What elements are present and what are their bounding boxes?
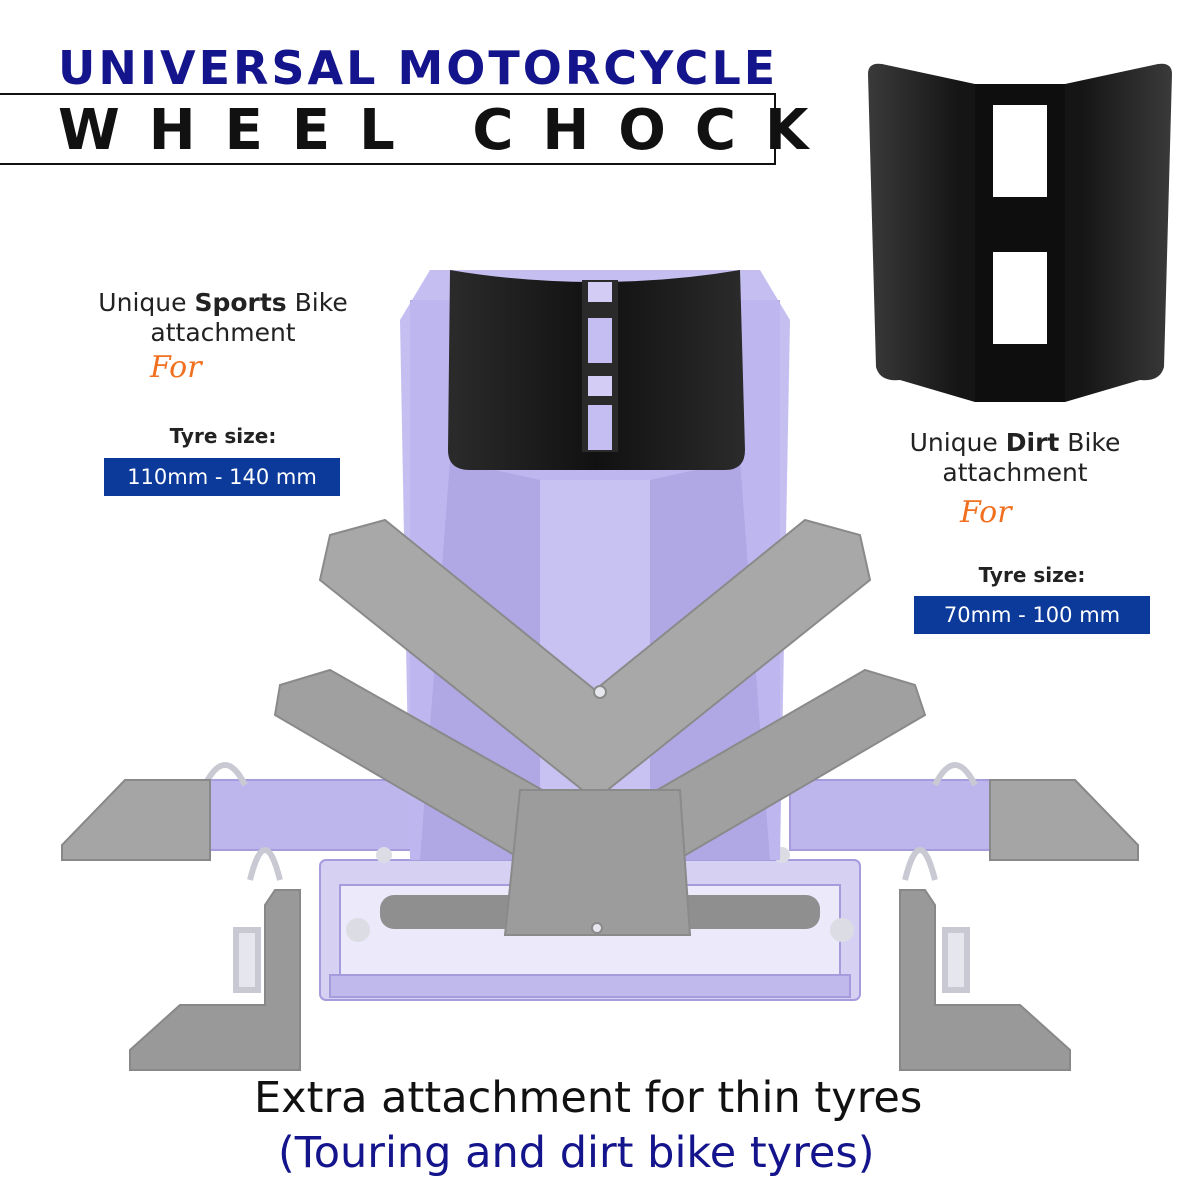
sports-attachment	[448, 270, 745, 470]
dirt-callout-title: Unique Dirt Bike attachment	[909, 428, 1121, 487]
caption-primary: Extra attachment for thin tyres	[254, 1073, 923, 1123]
wheel-cradle	[273, 518, 927, 936]
dirt-attachment-image	[868, 63, 1172, 402]
dirt-for-label: For	[960, 495, 1012, 530]
dirt-tyre-label: Tyre size:	[978, 563, 1086, 587]
sports-callout-title: Unique Sports Bike attachment	[98, 288, 348, 347]
caption-secondary: (Touring and dirt bike tyres)	[278, 1128, 875, 1178]
title-frame	[0, 93, 776, 165]
sports-tyre-range-badge: 110mm - 140 mm	[104, 458, 340, 496]
outer-feet	[61, 779, 1139, 1071]
page-title-line1: UNIVERSAL MOTORCYCLE	[58, 41, 779, 95]
sports-tyre-label: Tyre size:	[169, 424, 277, 448]
page-title-line2: WHEEL CHOCK	[58, 98, 838, 163]
dirt-tyre-range-badge: 70mm - 100 mm	[914, 596, 1150, 634]
sports-for-label: For	[150, 350, 202, 385]
shackles	[202, 762, 978, 993]
side-arms	[199, 779, 1011, 851]
